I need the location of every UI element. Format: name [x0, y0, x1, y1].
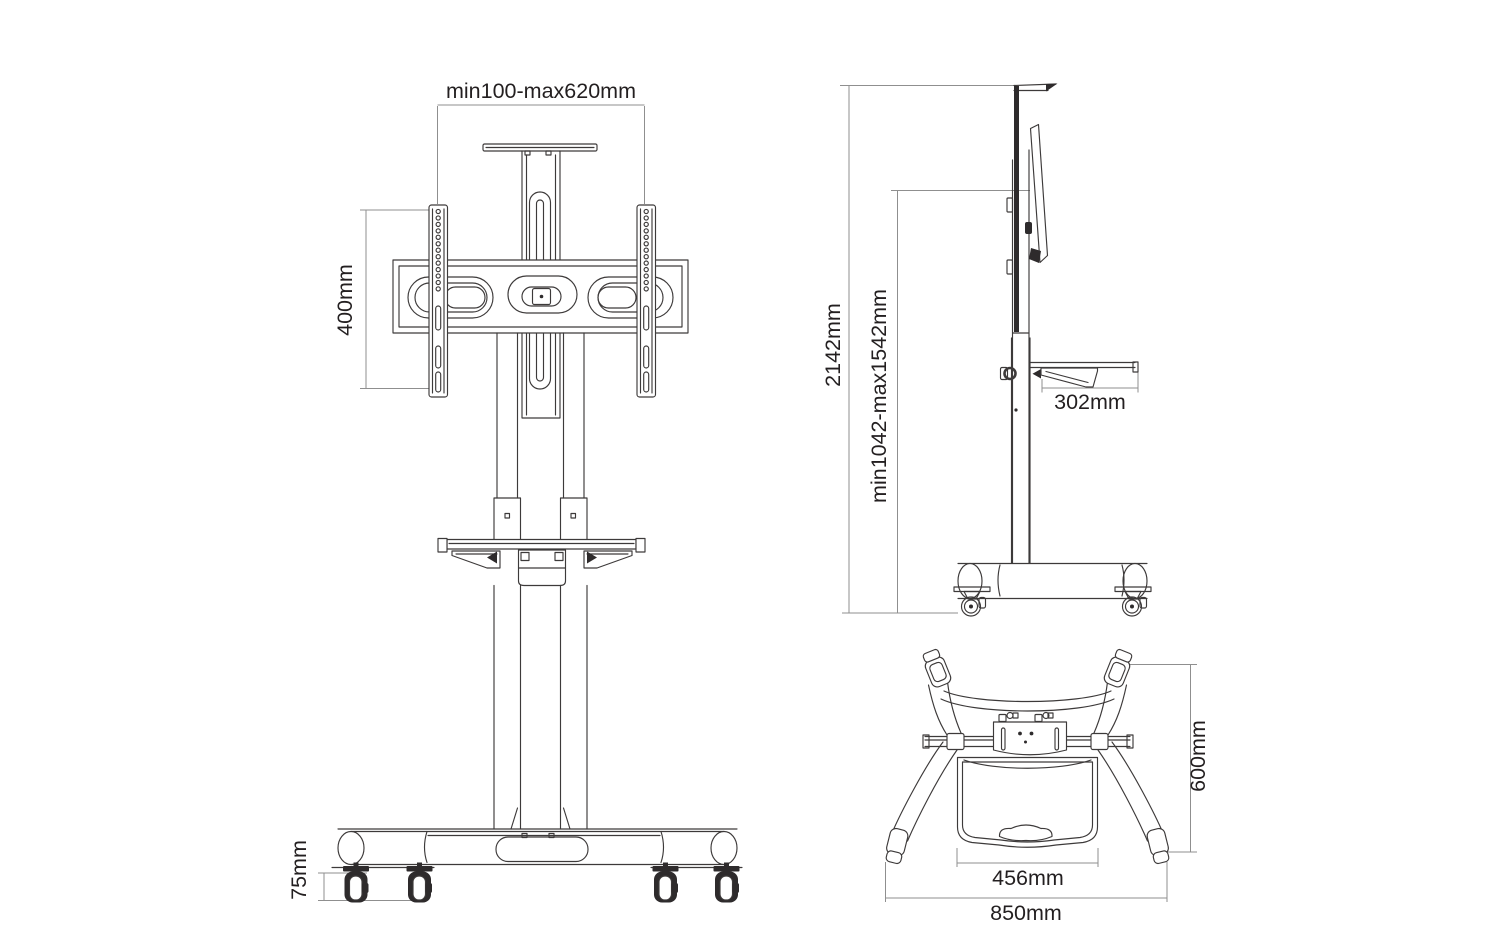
vesa-rail-left-holes — [435, 208, 441, 292]
front-view: min100-max620mm 400mm 75mm — [287, 79, 743, 903]
top-tray — [482, 143, 598, 156]
dim-caster-height: 75mm — [287, 840, 420, 901]
top-mount-plate — [992, 711, 1068, 756]
front-caster-1 — [343, 862, 369, 903]
dim-base-width: 850mm — [885, 862, 1168, 925]
front-caster-2 — [406, 862, 433, 903]
dim-base-depth: 600mm — [1130, 664, 1210, 853]
front-base — [331, 828, 743, 869]
dim-shelf-depth: 302mm — [1041, 369, 1139, 414]
top-caster-4 — [1146, 827, 1170, 865]
side-view: 2142mm min1042-max1542mm 302mm — [821, 83, 1152, 617]
dim-shelf-width: 456mm — [956, 848, 1099, 890]
dim-label-total-height: 2142mm — [821, 303, 845, 387]
shelf-arrow-right — [587, 551, 597, 564]
dim-vesa-height: 400mm — [333, 209, 436, 389]
dim-label-shelf-depth: 302mm — [1054, 390, 1126, 414]
lift-columns — [493, 332, 588, 541]
middle-shelf — [437, 537, 646, 587]
side-caster-right — [1114, 586, 1152, 617]
lower-columns — [493, 584, 588, 830]
top-caster-3 — [885, 827, 909, 865]
top-legs — [890, 681, 1165, 842]
dim-label-caster-height: 75mm — [287, 840, 311, 900]
vesa-rail-right — [636, 204, 657, 398]
top-view: 600mm 456mm 850mm — [885, 648, 1210, 925]
front-caster-3 — [652, 862, 679, 903]
top-shelf — [956, 756, 1099, 848]
vesa-rail-right-holes — [643, 208, 649, 292]
shelf-handle-cutout — [998, 824, 1053, 842]
top-caster-1 — [922, 648, 952, 688]
dim-total-height: 2142mm — [821, 85, 1014, 614]
top-caster-2 — [1103, 648, 1133, 688]
dim-label-base-width: 850mm — [990, 901, 1062, 925]
dim-front-width: min100-max620mm — [437, 79, 645, 204]
side-pole — [1006, 83, 1058, 564]
top-crossbar — [922, 732, 1134, 751]
side-caster-left — [953, 586, 991, 617]
side-base — [957, 562, 1148, 600]
dim-label-base-depth: 600mm — [1186, 720, 1210, 792]
side-shelf — [999, 361, 1139, 388]
shelf-arrow-left — [487, 551, 497, 564]
dim-label-screen-height: min1042-max1542mm — [867, 289, 891, 503]
screen-side-profile — [1025, 123, 1049, 264]
dim-label-shelf-width: 456mm — [992, 866, 1064, 890]
vesa-rail-left — [428, 204, 449, 398]
dim-label-vesa-height: 400mm — [333, 264, 357, 336]
dim-screen-height: min1042-max1542mm — [867, 190, 1030, 613]
dim-label-front-width: min100-max620mm — [446, 79, 636, 103]
front-caster-4 — [713, 862, 740, 903]
